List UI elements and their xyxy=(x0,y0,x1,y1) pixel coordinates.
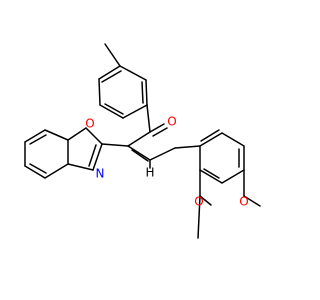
benzoxazole-oxygen-label: O xyxy=(85,117,94,131)
methoxy-oxygen-2-label: O xyxy=(194,195,203,209)
benzoxazole-nitrogen-label: N xyxy=(96,167,105,181)
vinyl-hydrogen-label: H xyxy=(145,166,154,180)
enone-chain-bonds xyxy=(127,131,176,169)
tolyl-ring-bonds xyxy=(98,43,148,119)
dimethoxyphenyl-bonds xyxy=(174,129,261,239)
molecule-structure: O O N H O O xyxy=(24,43,261,239)
methoxy-oxygen-1-label: O xyxy=(239,195,248,209)
carbonyl-bonds xyxy=(146,104,168,137)
carbonyl-oxygen-label: O xyxy=(167,115,176,129)
benzoxazole-bonds xyxy=(24,127,129,179)
